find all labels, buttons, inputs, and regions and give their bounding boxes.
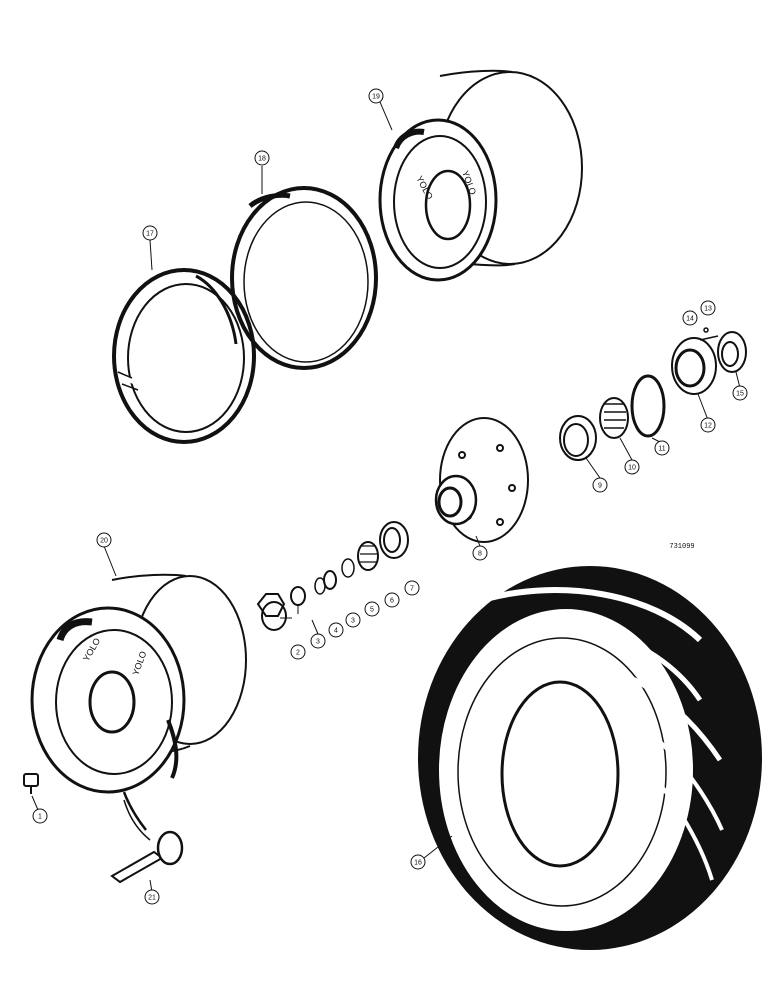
svg-text:14: 14 [686,316,694,323]
spindle-21 [110,799,184,884]
spindle-arrow [122,791,147,831]
svg-text:13: 13 [704,306,712,313]
callout-3: 3 [310,633,326,649]
bolt-1 [23,773,39,794]
svg-text:17: 17 [146,231,154,238]
svg-text:3: 3 [316,639,320,646]
callout-8: 7 [404,580,420,596]
svg-text:8: 8 [478,551,482,558]
nut-3b [323,570,337,590]
callout-4: 4 [328,622,344,638]
split-ring-17 [112,268,256,444]
bearing-cup-8 [379,521,409,559]
svg-text:9: 9 [598,483,602,490]
callout-17: 17 [142,225,158,241]
hub-7 [434,417,529,543]
callout-11: 11 [654,440,670,456]
callout-21: 21 [144,889,160,905]
callout-20: 20 [96,532,112,548]
callout-13: 13 [700,300,716,316]
bearing-cone-10 [599,397,629,439]
callout-12: 12 [700,417,716,433]
callout-15: 15 [732,385,748,401]
svg-text:2: 2 [296,650,300,657]
svg-text:6: 6 [390,598,394,605]
callout-9: 9 [592,477,608,493]
svg-text:10: 10 [628,465,636,472]
callouts: 19 18 17 14 13 15 12 11 10 9 8 7 6 5 3 4… [32,88,748,905]
callout-18: 18 [254,150,270,166]
svg-text:1: 1 [38,814,42,821]
callout-19: 19 [368,88,384,104]
drawing-id: 731099 [669,543,694,551]
svg-text:20: 20 [100,538,108,545]
wheel-rim-20: YOLO YOLO [30,573,247,794]
bearing-cone-6 [357,541,379,571]
callout-3b: 3 [345,612,361,628]
svg-text:16: 16 [414,860,422,867]
svg-text:21: 21 [148,895,156,902]
nut-3 [290,586,306,606]
callout-7: 8 [472,545,488,561]
retainer-12 [671,337,717,395]
o-ring-11 [630,374,666,438]
svg-text:3: 3 [351,618,355,625]
svg-text:4: 4 [334,628,338,635]
bolt-13-14 [699,327,719,341]
svg-text:12: 12 [704,423,712,430]
callout-6: 6 [384,592,400,608]
leader-lines [31,101,741,893]
callout-2: 2 [290,644,306,660]
callout-14: 14 [682,310,698,326]
svg-text:18: 18 [258,156,266,163]
svg-text:11: 11 [658,446,665,453]
callout-5: 5 [364,601,380,617]
svg-text:19: 19 [372,94,380,101]
bearing-cup-9 [559,415,597,461]
cap-15 [717,331,747,373]
wheel-rim-19: YOLO YOLO [378,69,583,282]
svg-text:15: 15 [736,391,744,398]
callout-1: 1 [32,808,48,824]
svg-text:7: 7 [410,586,414,593]
callout-10: 10 [624,459,640,475]
washer-5 [341,558,355,578]
hub-cap-2 [256,593,287,631]
svg-text:5: 5 [370,607,374,614]
tire-16 [418,566,762,950]
lock-ring-18 [230,186,378,370]
callout-16: 16 [410,854,426,870]
